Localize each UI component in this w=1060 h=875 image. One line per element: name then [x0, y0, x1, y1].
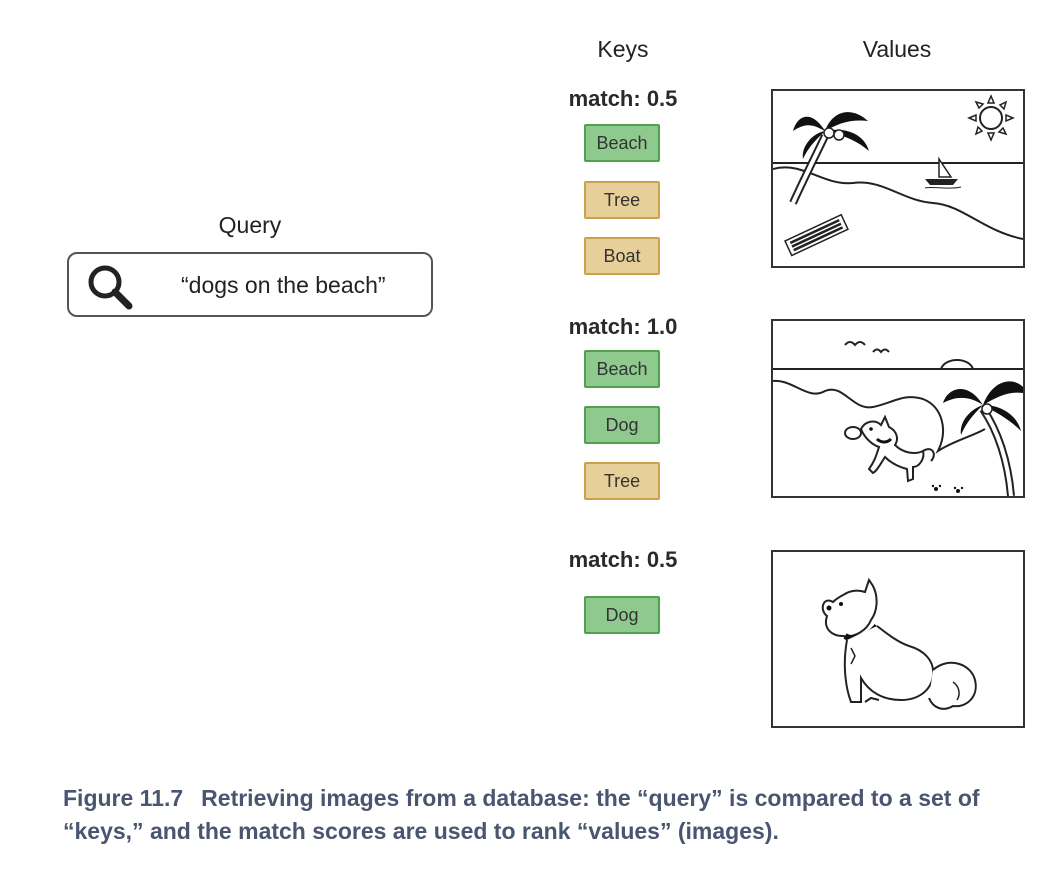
match-score-1: match: 0.5: [568, 86, 678, 111]
key-tag-boat: Boat: [584, 237, 660, 275]
key-tag-dog: Dog: [584, 596, 660, 634]
value-image-dog-on-beach: [771, 319, 1025, 498]
figure-number: Figure 11.7: [63, 785, 184, 811]
query-label: Query: [218, 212, 282, 238]
key-tag-beach: Beach: [584, 350, 660, 388]
match-score-2: match: 1.0: [568, 314, 678, 339]
key-tag-beach: Beach: [584, 124, 660, 162]
value-image-beach-scene: [771, 89, 1025, 268]
figure-caption-text: Retrieving images from a database: the “…: [63, 785, 980, 844]
query-text: “dogs on the beach”: [181, 272, 386, 298]
value-image-sitting-dog: [771, 550, 1025, 728]
keys-header: Keys: [597, 36, 649, 62]
query-search-box[interactable]: “dogs on the beach”: [67, 252, 433, 317]
values-header: Values: [862, 36, 932, 62]
key-tag-dog: Dog: [584, 406, 660, 444]
key-tag-tree: Tree: [584, 181, 660, 219]
search-icon: [83, 260, 139, 317]
key-tag-tree: Tree: [584, 462, 660, 500]
match-score-3: match: 0.5: [568, 547, 678, 572]
